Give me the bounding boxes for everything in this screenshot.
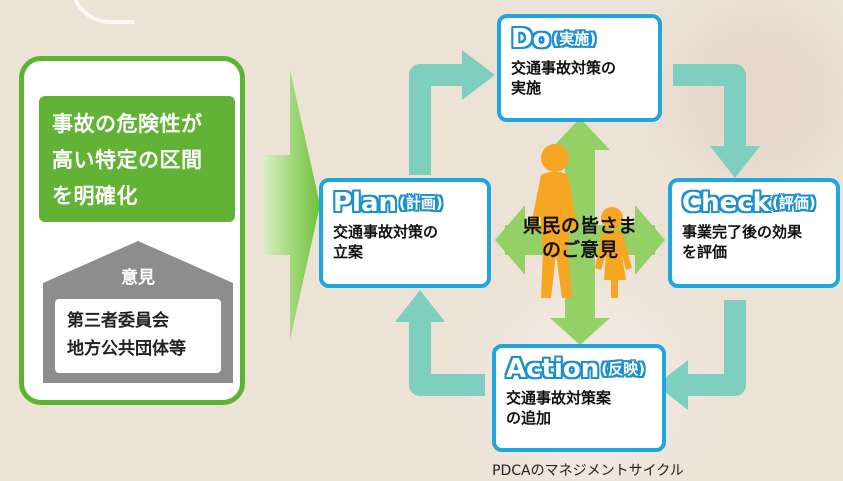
plan-body: 交通事故対策の 立案 (333, 222, 477, 262)
action-body: 交通事故対策案 の追加 (506, 388, 652, 428)
opinion-house: 意見 第三者委員会 地方公共団体等 (43, 241, 233, 383)
house-line-2: 地方公共団体等 (67, 339, 186, 359)
check-title-text: Check (682, 188, 770, 218)
flow-arrow-icon (264, 70, 320, 340)
do-body-line-2: 実施 (511, 79, 542, 97)
plan-card: Plan(計画) 交通事故対策の 立案 (319, 178, 491, 288)
do-body-line-1: 交通事故対策の (511, 59, 617, 77)
plan-body-line-1: 交通事故対策の (333, 223, 439, 241)
check-title: Check(評価) (682, 188, 826, 218)
do-body: 交通事故対策の 実施 (511, 58, 648, 98)
plan-title: Plan(計画) (333, 188, 477, 218)
cycle-arrows-icon (409, 64, 746, 396)
action-card: Action(反映) 交通事故対策案 の追加 (492, 344, 666, 452)
check-body: 事業完了後の効果 を評価 (682, 222, 826, 262)
highlight-line-3: を明確化 (52, 184, 138, 208)
check-body-line-2: を評価 (682, 243, 728, 261)
house-line-1: 第三者委員会 (67, 311, 169, 331)
check-card: Check(評価) 事業完了後の効果 を評価 (668, 178, 840, 288)
action-body-line-2: の追加 (506, 409, 552, 427)
action-body-line-1: 交通事故対策案 (506, 389, 612, 407)
house-label: 意見 (121, 268, 155, 288)
center-opinion-text: 県民の皆さま のご意見 (510, 214, 650, 262)
house-roof (43, 241, 233, 283)
do-title-text: Do (511, 24, 551, 54)
do-title: Do(実施) (511, 24, 648, 54)
diagram-caption: PDCAのマネジメントサイクル (492, 463, 684, 479)
parent-child-figures-icon (530, 144, 632, 298)
check-body-line-1: 事業完了後の効果 (682, 223, 803, 241)
action-title-text: Action (506, 354, 600, 384)
plan-title-text: Plan (333, 188, 398, 218)
action-title-sub: (反映) (601, 360, 645, 378)
center-line-2: のご意見 (541, 239, 618, 261)
do-title-sub: (実施) (552, 30, 597, 48)
highlight-line-1: 事故の危険性が (52, 112, 203, 136)
plan-title-sub: (計画) (399, 194, 443, 212)
do-card: Do(実施) 交通事故対策の 実施 (497, 14, 662, 122)
check-title-sub: (評価) (771, 194, 816, 212)
center-line-1: 県民の皆さま (522, 215, 637, 237)
highlight-line-2: 高い特定の区間 (52, 148, 203, 172)
left-panel: 事故の危険性が 高い特定の区間 を明確化 意見 第三者委員会 地方公共団体等 (19, 56, 245, 405)
plan-body-line-2: 立案 (333, 243, 364, 261)
highlight-box: 事故の危険性が 高い特定の区間 を明確化 (39, 96, 235, 222)
house-content: 第三者委員会 地方公共団体等 (55, 299, 221, 373)
action-title: Action(反映) (506, 354, 652, 384)
